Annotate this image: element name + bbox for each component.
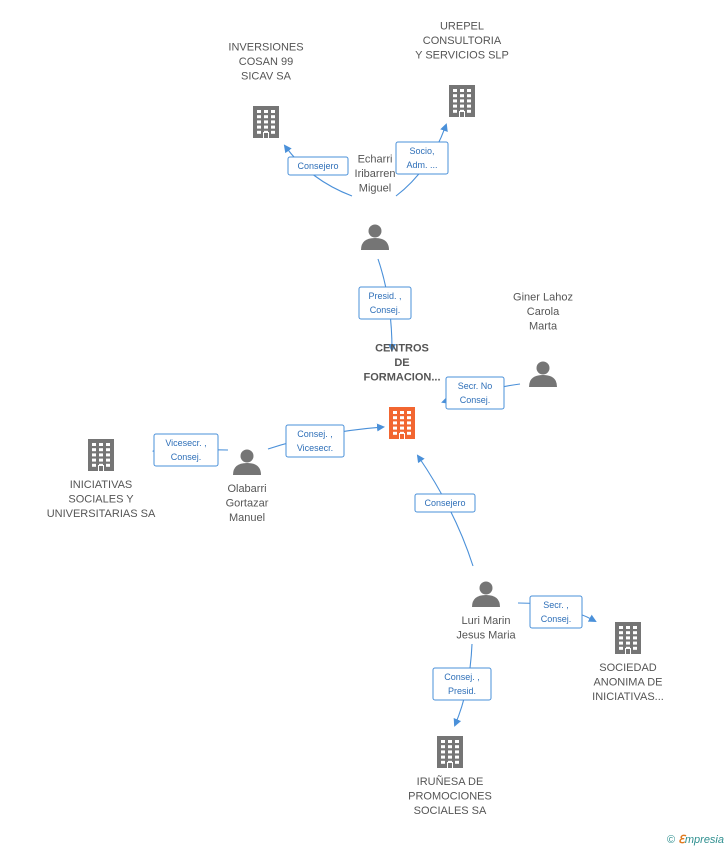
edge-role-label[interactable]: Consej. , Presid. [432, 667, 492, 701]
brand-logo-initial: ℇ [678, 834, 685, 846]
edge-role-box [287, 156, 349, 176]
edge-role-text: Secr. , [543, 600, 569, 610]
edge-role-text: Consej. [171, 452, 202, 462]
node-label-line: PROMOCIONES [408, 791, 492, 803]
brand-name: mpresia [684, 834, 724, 846]
building-icon [88, 439, 114, 471]
edge-role-text: Consej. , [444, 672, 480, 682]
edge-role-box [395, 141, 449, 175]
edge-role-box [153, 433, 219, 467]
node-label-line: SICAV SA [241, 71, 292, 83]
edge-echarri-to-urepel: Socio, Adm. ... [395, 123, 449, 197]
node-label-line: Luri Marin [462, 615, 511, 627]
edge-role-text: Socio, [409, 146, 434, 156]
edge-role-label[interactable]: Consejero [414, 493, 476, 513]
edge-olabarri-to-centros: Consej. , Vicesecr. [267, 423, 385, 458]
node-label-line: Marta [529, 321, 558, 333]
node-centros[interactable]: CENTROS DE FORMACION... [364, 343, 441, 440]
node-label-line: IRUÑESA DE [417, 775, 484, 788]
node-label-line: Miguel [359, 183, 391, 195]
node-label-line: ANONIMA DE [593, 677, 662, 689]
node-label-line: Y SERVICIOS SLP [415, 50, 509, 62]
edge-role-box [432, 667, 492, 701]
edge-role-text: Consej. [541, 614, 572, 624]
edge-echarri-to-centros: Presid. , Consej. [358, 258, 412, 352]
building-icon [437, 736, 463, 768]
node-label-line: Manuel [229, 512, 265, 524]
person-icon [472, 581, 500, 607]
edge-role-label[interactable]: Consej. , Vicesecr. [285, 424, 345, 458]
node-label-line: CENTROS [375, 343, 429, 355]
person-icon [529, 361, 557, 387]
node-label-line: Echarri [358, 154, 393, 166]
edge-role-text: Consej. [370, 305, 401, 315]
edge-role-label[interactable]: Secr. No Consej. [445, 376, 505, 410]
edge-role-text: Secr. No [458, 381, 493, 391]
node-label-line: SOCIEDAD [599, 662, 657, 674]
edge-role-text: Presid. , [368, 291, 401, 301]
edge-olabarri-to-iniciativas: Vicesecr. , Consej. [152, 433, 229, 467]
edge-role-box [445, 376, 505, 410]
node-label-line: CONSULTORIA [423, 35, 502, 47]
person-icon [361, 224, 389, 250]
node-inversiones[interactable]: INVERSIONES COSAN 99 SICAV SA [228, 42, 304, 139]
edge-role-text: Vicesecr. , [165, 438, 206, 448]
node-label-line: Carola [527, 306, 560, 318]
edge-role-label[interactable]: Socio, Adm. ... [395, 141, 449, 175]
edge-role-label[interactable]: Secr. , Consej. [529, 595, 583, 629]
node-label-line: COSAN 99 [239, 56, 293, 68]
nodes-layer: CENTROS DE FORMACION... INVERSIONES COSAN 99… [47, 21, 664, 818]
node-label-line: Gortazar [226, 498, 269, 510]
node-label-line: Giner Lahoz [513, 292, 573, 304]
edge-role-text: Adm. ... [406, 160, 437, 170]
edge-role-text: Consej. [460, 395, 491, 405]
edge-luri-to-sociedad: Secr. , Consej. [517, 595, 597, 629]
building-icon [389, 407, 415, 439]
edge-role-text: Consejero [424, 498, 465, 508]
edge-role-label[interactable]: Presid. , Consej. [358, 286, 412, 320]
node-label-line: DE [394, 357, 409, 369]
edge-role-label[interactable]: Vicesecr. , Consej. [153, 433, 219, 467]
edge-role-box [358, 286, 412, 320]
node-urepel[interactable]: UREPEL CONSULTORIA Y SERVICIOS SLP [415, 21, 509, 118]
node-iniciativas[interactable]: INICIATIVAS SOCIALES Y UNIVERSITARIAS SA [47, 439, 156, 520]
edge-giner-to-centros: Secr. No Consej. [441, 376, 521, 410]
edge-role-box [529, 595, 583, 629]
edge-echarri-to-inversiones: Consejero [283, 144, 353, 197]
copyright-symbol: © [667, 834, 676, 846]
edge-luri-to-irunesa: Consej. , Presid. [432, 643, 492, 727]
node-label-line: UNIVERSITARIAS SA [47, 508, 156, 520]
node-label-line: SOCIALES Y [68, 494, 134, 506]
building-icon [253, 106, 279, 138]
edge-role-text: Vicesecr. [297, 443, 333, 453]
edge-luri-to-centros: Consejero [414, 454, 476, 567]
edge-role-label[interactable]: Consejero [287, 156, 349, 176]
edge-role-text: Consej. , [297, 429, 333, 439]
node-label-line: INICIATIVAS... [592, 691, 664, 703]
building-icon [615, 622, 641, 654]
person-icon [233, 449, 261, 475]
node-label-line: FORMACION... [364, 372, 441, 384]
edge-role-text: Consejero [297, 161, 338, 171]
edge-role-text: Presid. [448, 686, 476, 696]
node-label-line: UREPEL [440, 21, 484, 33]
node-label-line: SOCIALES SA [414, 805, 487, 817]
node-label-line: Iribarren [355, 168, 396, 180]
empresia-brand[interactable]: ©ℇmpresia [667, 833, 724, 846]
edge-role-box [414, 493, 476, 513]
building-icon [449, 85, 475, 117]
node-sociedad[interactable]: SOCIEDAD ANONIMA DE INICIATIVAS... [592, 622, 664, 703]
node-label-line: INICIATIVAS [70, 479, 133, 491]
edge-role-box [285, 424, 345, 458]
node-label-line: Jesus Maria [456, 630, 516, 642]
node-label-line: Olabarri [227, 483, 266, 495]
node-irunesa[interactable]: IRUÑESA DE PROMOCIONES SOCIALES SA [408, 736, 492, 817]
node-label-line: INVERSIONES [228, 42, 303, 54]
